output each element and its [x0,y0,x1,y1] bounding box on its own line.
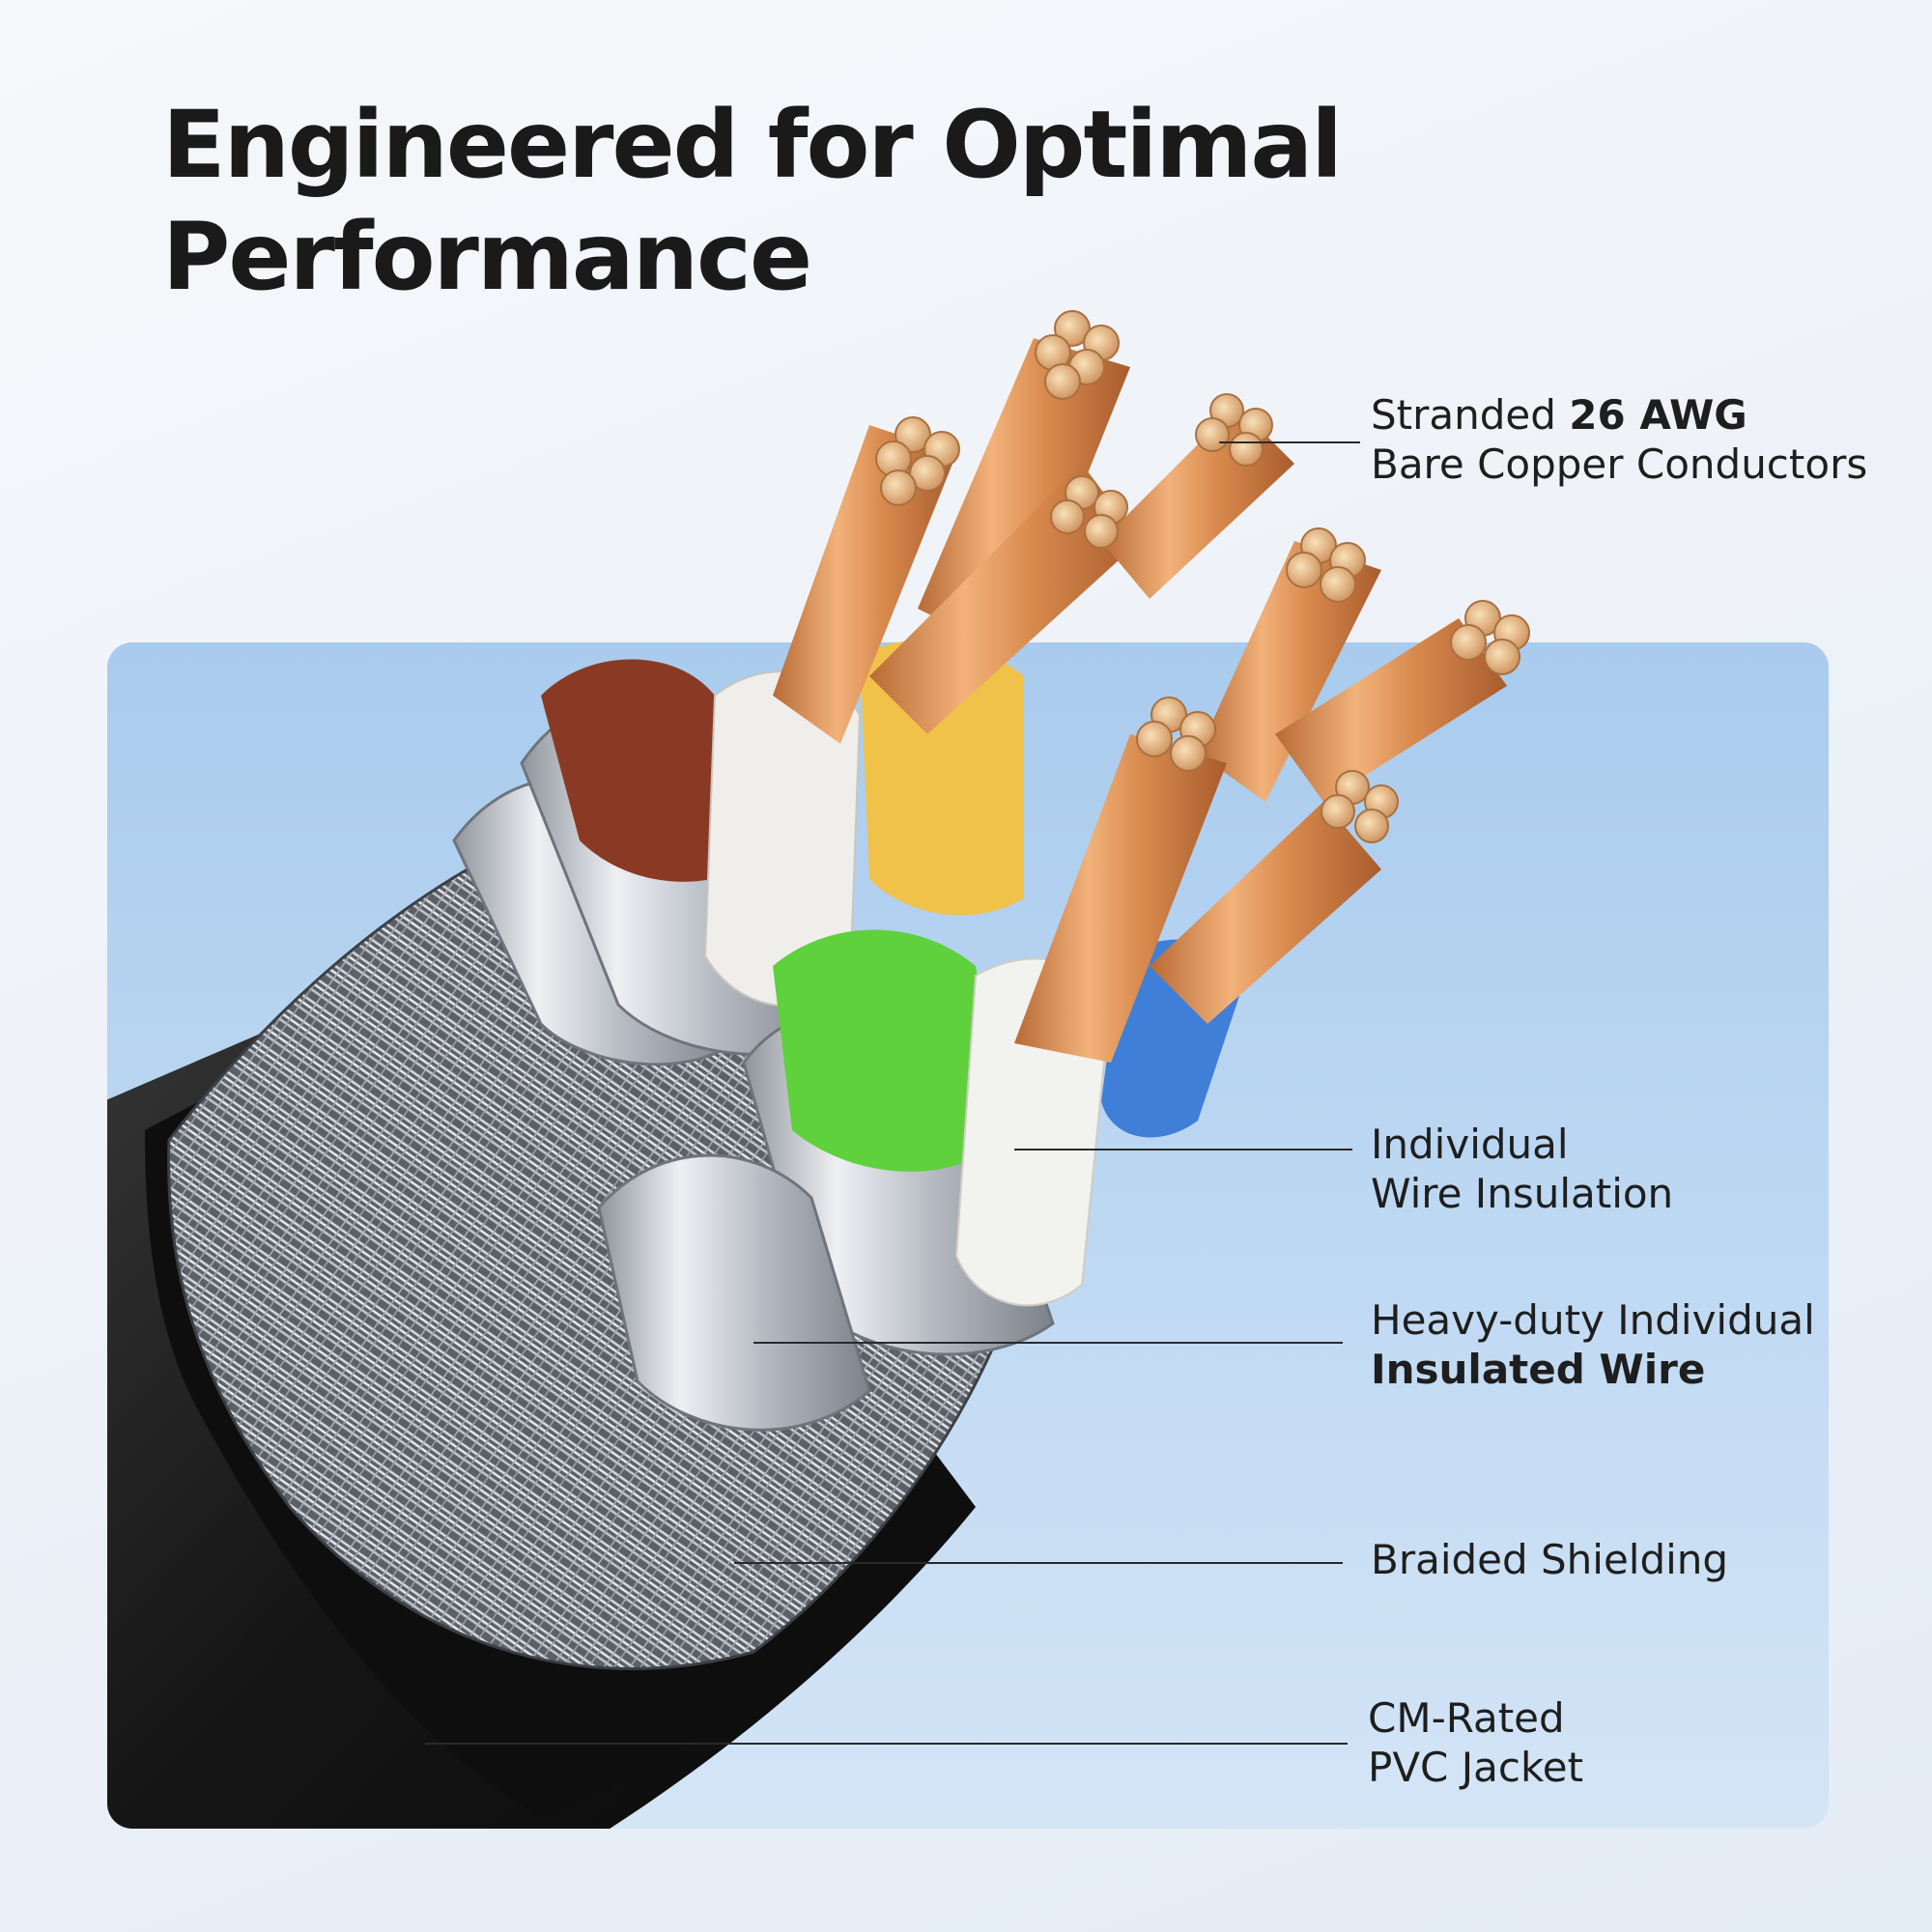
label-insulated-wire: Heavy-duty Individual Insulated Wire [1371,1295,1815,1394]
leader-line-insulation [1014,1149,1352,1151]
leader-line-jacket [425,1743,1348,1745]
label-jacket: CM-Rated PVC Jacket [1368,1693,1583,1792]
label-insulated-wire-line-1: Heavy-duty Individual [1371,1296,1815,1344]
page-title: Engineered for Optimal Performance [162,89,1515,313]
label-conductors-line-2: Bare Copper Conductors [1371,440,1868,488]
label-jacket-line-2: PVC Jacket [1368,1744,1584,1791]
label-insulated-wire-line-2: Insulated Wire [1371,1345,1815,1394]
label-insulation-line-1: Individual [1371,1121,1569,1168]
copper-conductors [773,310,1530,1063]
label-insulated-wire-bold: Insulated Wire [1371,1346,1706,1393]
yellow-insulation [860,639,1024,916]
foil-shield-lower [597,1153,871,1432]
leader-line-insulated-wire [753,1342,1343,1344]
label-conductors: Stranded 26 AWG Bare Copper Conductors [1371,390,1867,489]
label-conductors-gauge: 26 AWG [1569,391,1747,439]
label-insulation: Individual Wire Insulation [1371,1120,1673,1218]
green-insulation [773,929,1005,1172]
label-shielding-line-1: Braided Shielding [1371,1536,1729,1583]
label-jacket-line-1: CM-Rated [1368,1694,1565,1742]
title-line-2: Performance [162,203,812,311]
label-shielding: Braided Shielding [1371,1535,1728,1584]
label-conductors-line-1: Stranded 26 AWG [1371,390,1867,440]
label-conductors-prefix: Stranded [1371,391,1570,439]
leader-line-shielding [734,1562,1343,1564]
label-insulation-line-2: Wire Insulation [1371,1170,1674,1217]
title-line-1: Engineered for Optimal [162,91,1343,199]
leader-line-conductors [1219,441,1360,443]
